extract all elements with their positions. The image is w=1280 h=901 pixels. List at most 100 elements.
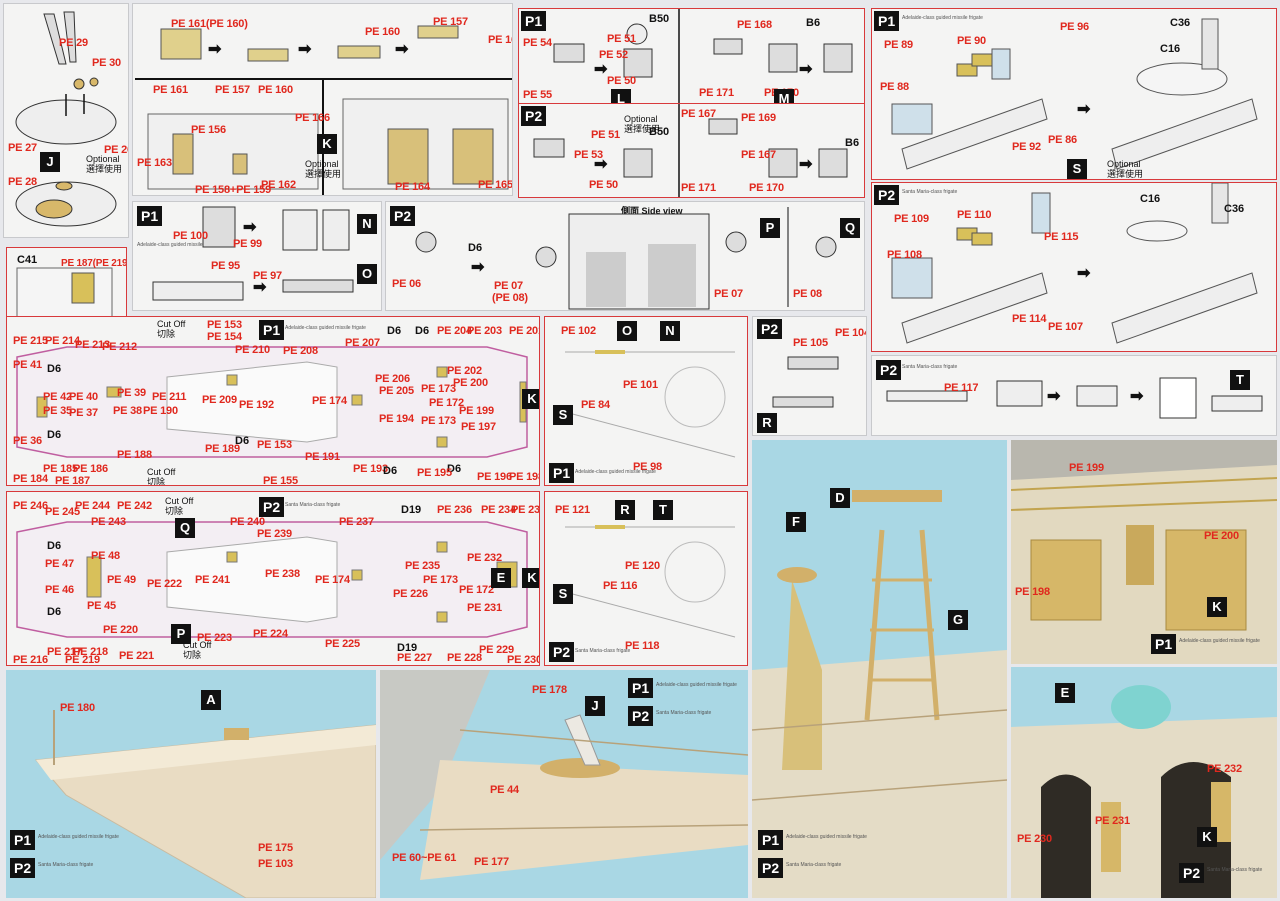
- group-p1: P1: [549, 463, 575, 483]
- label: B6: [806, 17, 821, 29]
- side-view-title: 側面 Side view: [621, 206, 683, 216]
- label: PE 171: [681, 182, 716, 194]
- deck-part-label: PE 191: [305, 451, 340, 463]
- group-badge: R: [615, 500, 635, 520]
- deck-part-label: D6: [387, 325, 402, 337]
- deck-part-label: PE 194: [379, 413, 414, 425]
- label: PE 26: [104, 144, 128, 156]
- group-p1: P1: [10, 830, 36, 850]
- deck-part-label: PE 174: [312, 395, 347, 407]
- deck-part-label: PE 188: [117, 449, 152, 461]
- deck-part-label: PE 220: [103, 624, 138, 636]
- label: PE 08: [793, 288, 822, 300]
- step-arrow: ➡: [395, 41, 409, 58]
- deck-part-label: PE 204: [437, 325, 472, 337]
- label: PE 86: [1048, 134, 1077, 146]
- deck-part-label: PE 241: [195, 574, 230, 586]
- label: PE 117: [944, 382, 979, 394]
- deck-part-label: PE 217: [47, 646, 82, 658]
- diagram-r: [772, 356, 839, 408]
- step-arrow: ➡: [799, 156, 813, 173]
- deck-part-label: PE 193: [353, 463, 388, 475]
- label: PE 50: [607, 75, 636, 87]
- panel-k-hangar: ➡ ➡ ➡ PE 161(PE 160) PE 160 PE 157 PE 16…: [132, 3, 513, 196]
- deck-part-label: PE 173: [421, 415, 456, 427]
- panel-s2: P2 Santa Maria-class frigate ➡ C16 C36 P…: [871, 182, 1277, 352]
- deck-part-label: PE 45: [87, 600, 116, 612]
- label: PE 121: [555, 504, 590, 516]
- group-badge: T: [1230, 370, 1250, 390]
- group-caption: Santa Maria-class frigate: [38, 862, 94, 868]
- deck-part-label: PE 195: [417, 467, 452, 479]
- deck-plan-p1: [16, 346, 528, 458]
- group-caption: Adelaide-class guided missile frigate: [786, 834, 867, 840]
- label: PE 101: [623, 379, 658, 391]
- group-badge: K: [1207, 597, 1227, 617]
- deck-part-label: PE 227: [397, 652, 432, 664]
- deck-part-label: PE 219: [65, 654, 100, 666]
- step-arrow: ➡: [1077, 265, 1091, 282]
- group-badge: K: [522, 568, 539, 588]
- group-badge: E: [491, 568, 511, 588]
- group-badge: P: [760, 218, 780, 238]
- label: PE 118: [625, 640, 660, 652]
- group-p2: P2: [549, 642, 575, 662]
- group-caption: Adelaide-class guided missile frigate: [575, 469, 656, 475]
- deck-part-label: PE 48: [91, 550, 120, 562]
- diagram-n-o: [152, 206, 354, 301]
- panel-l2: P2 ➡ ➡ PE 51 PE 53 PE 50 B50 PE 167 PE 1…: [518, 103, 865, 198]
- deck-part-label: PE 199: [459, 405, 494, 417]
- label: PE 157: [433, 16, 468, 28]
- diagram-k: [135, 25, 512, 195]
- group-caption: Adelaide-class guided missile frigate: [902, 15, 983, 21]
- panel-deck-p1-right: PE 102 PE 101 PE 84 PE 98 O N S P1 Adela…: [544, 316, 748, 486]
- deck-part-label: PE 245: [45, 506, 80, 518]
- label: PE 199: [1069, 462, 1104, 474]
- panel-n-o: P1 Adelaide-class guided missile frigate…: [132, 201, 382, 311]
- label: PE 92: [1012, 141, 1041, 153]
- label: PE 187(PE 219): [61, 258, 127, 269]
- deck-part-label: PE 234: [481, 504, 516, 516]
- deck-part-label: PE 209: [202, 394, 237, 406]
- photo-mast: D F G P1 Adelaide-class guided missile f…: [752, 440, 1007, 898]
- group-badge: M: [774, 89, 794, 105]
- deck-part-label: PE 246: [13, 500, 48, 512]
- deck-part-label: PE 186: [73, 463, 108, 475]
- label: PE 161(PE 160): [171, 18, 248, 30]
- group-caption: Santa Maria-class frigate: [786, 862, 842, 868]
- step-arrow: ➡: [594, 61, 608, 78]
- deck-part-label: PE 215: [13, 335, 48, 347]
- deck-part-label: PE 35: [43, 405, 72, 417]
- gun-model: [380, 670, 748, 880]
- group-p1: P1: [259, 320, 285, 340]
- group-p2: P2: [874, 185, 900, 205]
- deck-part-label: PE 39: [117, 387, 146, 399]
- deck-part-label: PE 225: [325, 638, 360, 650]
- deck-part-label: PE 205: [379, 385, 414, 397]
- group-badge: A: [201, 690, 221, 710]
- deck-part-label: PE 153: [207, 319, 242, 331]
- label: PE 164: [395, 181, 430, 193]
- label: PE 178: [532, 684, 567, 696]
- group-p1: P1: [758, 830, 784, 850]
- label: D6: [468, 242, 483, 254]
- label: PE 167: [681, 108, 716, 120]
- label: PE 165: [478, 179, 513, 191]
- step-arrow: ➡: [594, 156, 608, 173]
- label: PE 54: [523, 37, 552, 49]
- group-p2: P2: [1179, 863, 1205, 883]
- group-badge: D: [830, 488, 850, 508]
- deck-part-label: PE 218: [73, 646, 108, 658]
- photo-gun: PE 178 PE 44 PE 60~PE 61 PE 177 J P1 Ade…: [380, 670, 748, 898]
- deck-part-label: D6: [415, 325, 430, 337]
- deck-part-label: PE 221: [119, 650, 154, 662]
- group-caption: Santa Maria-class frigate: [902, 189, 958, 195]
- group-badge: F: [786, 512, 806, 532]
- step-arrow: ➡: [1047, 388, 1061, 405]
- deck-part-label: PE 228: [447, 652, 482, 664]
- deck-part-label: PE 196: [477, 471, 512, 483]
- deck-part-label: PE 223: [197, 632, 232, 644]
